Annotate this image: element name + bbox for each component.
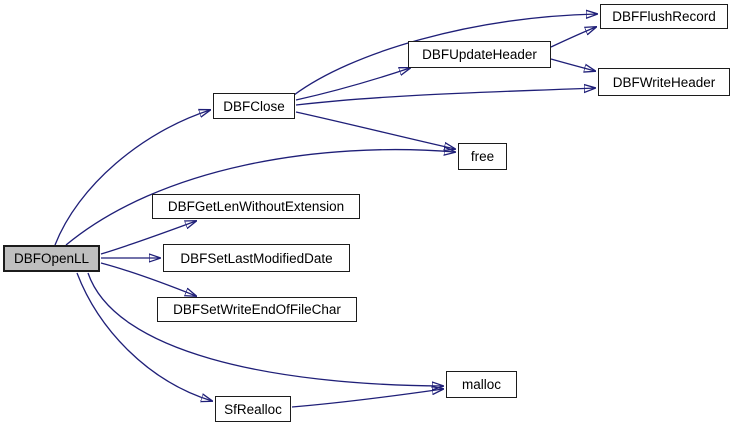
edge-dbfopenll-dbfsetwriteendoffilechar — [100, 262, 196, 296]
edge-dbfopenll-malloc — [87, 272, 443, 386]
node-dbfsetwriteendoffilechar[interactable]: DBFSetWriteEndOfFileChar — [157, 297, 357, 322]
edge-dbfclose-dbfflushrecord — [293, 14, 597, 96]
node-free[interactable]: free — [458, 143, 507, 170]
edge-sfrealloc-malloc — [291, 389, 443, 408]
node-dbfwriteheader[interactable]: DBFWriteHeader — [598, 68, 730, 96]
node-dbfopenll[interactable]: DBFOpenLL — [3, 245, 100, 272]
edge-dbfclose-dbfupdateheader — [295, 68, 410, 101]
node-dbfupdateheader[interactable]: DBFUpdateHeader — [408, 41, 551, 68]
node-dbfclose[interactable]: DBFClose — [213, 93, 295, 119]
edge-dbfupdateheader-dbfflushrecord — [550, 27, 596, 48]
node-dbfsetlastmodifieddate[interactable]: DBFSetLastModifiedDate — [163, 244, 350, 272]
node-dbfgetlenwithoutextension[interactable]: DBFGetLenWithoutExtension — [152, 194, 360, 219]
edge-dbfclose-dbfwriteheader — [295, 88, 595, 106]
edge-dbfopenll-dbfgetlenwithoutextension — [100, 221, 196, 255]
edge-dbfopenll-dbfclose — [54, 110, 210, 246]
edge-dbfopenll-free — [65, 150, 455, 246]
node-malloc[interactable]: malloc — [446, 371, 517, 398]
edge-dbfclose-free — [295, 111, 455, 149]
edge-dbfopenll-sfrealloc — [76, 272, 212, 401]
node-sfrealloc[interactable]: SfRealloc — [215, 396, 291, 422]
edge-dbfupdateheader-dbfwriteheader — [550, 58, 595, 71]
node-dbfflushrecord[interactable]: DBFFlushRecord — [600, 4, 728, 29]
